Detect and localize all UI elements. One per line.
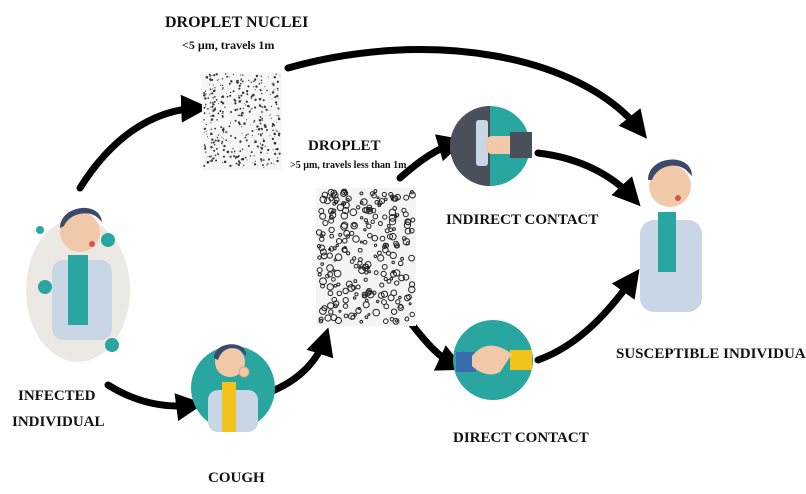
handshake-icon: [453, 320, 533, 400]
sick-person-icon: [640, 159, 702, 312]
indirect-contact-label: INDIRECT CONTACT: [446, 212, 599, 228]
infected-person-icon: [26, 207, 130, 362]
cough-label: COUGH: [208, 470, 265, 486]
droplet-subtitle: >5 µm, travels less than 1m: [290, 160, 407, 171]
virus-icon: [36, 226, 119, 352]
droplet-nuclei-title: DROPLET NUCLEI: [165, 14, 309, 31]
arrow-nuclei-to-susceptible: [284, 46, 648, 139]
droplet-nuclei-subtitle: <5 µm, travels 1m: [182, 38, 275, 52]
arrow-direct-to-susceptible: [534, 268, 640, 364]
susceptible-individual-label: SUSCEPTIBLE INDIVIDUAL: [616, 346, 806, 362]
arrow-cough-to-droplet: [266, 327, 334, 396]
arrow-indirect-to-susceptible: [534, 149, 641, 207]
arrow-droplet-to-direct: [406, 318, 466, 371]
hand-touching-door-icon: [450, 106, 532, 186]
arrow-infected-to-nuclei: [76, 94, 210, 192]
arrow-infected-to-cough: [104, 381, 205, 422]
infected-individual-label-line2: INDIVIDUAL: [12, 414, 105, 430]
coughing-person-icon: [191, 344, 275, 432]
direct-contact-label: DIRECT CONTACT: [453, 430, 589, 446]
infected-individual-label-line1: INFECTED: [18, 388, 96, 404]
droplet-title: DROPLET: [308, 138, 381, 154]
